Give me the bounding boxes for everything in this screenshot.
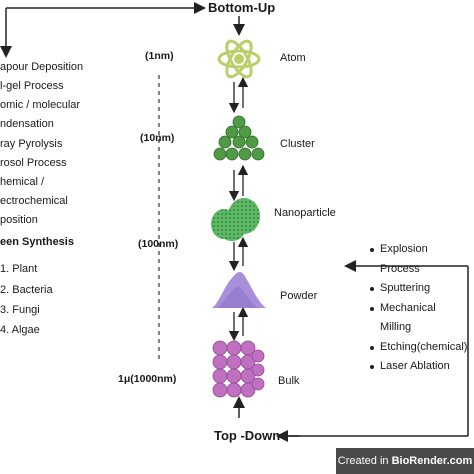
- bottom-up-methods-list: apour Deposition l-gel Process omic / mo…: [0, 0, 120, 474]
- green-synthesis-heading: een Synthesis: [0, 236, 74, 248]
- bulk-icon: [212, 340, 265, 398]
- list-item: ray Pyrolysis: [0, 138, 63, 150]
- list-item: Laser Ablation: [368, 357, 474, 377]
- stage-label-bulk: Bulk: [278, 375, 300, 387]
- scale-1000nm: 1μ(1000nm): [118, 373, 177, 385]
- atom-icon: [217, 39, 261, 79]
- stage-label-nanoparticle: Nanoparticle: [274, 207, 336, 219]
- list-item: Explosion: [368, 240, 474, 260]
- list-item: Etching(chemical): [368, 338, 474, 358]
- list-item: hemical /: [0, 176, 45, 188]
- bottom-up-title: Bottom-Up: [208, 0, 276, 15]
- scale-10nm: (10nm): [140, 132, 175, 144]
- top-down-methods-list: Explosion Process Sputtering Mechanical …: [368, 240, 474, 377]
- list-item: apour Deposition: [0, 61, 84, 73]
- list-item: ectrochemical: [0, 195, 68, 207]
- biorender-watermark: Created in BioRender.com: [336, 448, 474, 474]
- powder-icon: [212, 272, 266, 308]
- nanoparticle-icon: [211, 198, 260, 241]
- list-item: 2. Bacteria: [0, 284, 53, 296]
- list-item: 3. Fungi: [0, 304, 40, 316]
- watermark-prefix: Created in: [337, 455, 392, 467]
- list-item: position: [0, 214, 38, 226]
- top-down-title: Top -Down: [214, 428, 281, 443]
- cluster-icon: [213, 115, 265, 161]
- scale-100nm: (100nm): [138, 238, 179, 250]
- stage-label-atom: Atom: [280, 52, 306, 64]
- list-item: rosol Process: [0, 157, 67, 169]
- stage-label-cluster: Cluster: [280, 138, 315, 150]
- list-item-continued: Process: [380, 262, 420, 275]
- list-item: omic / molecular: [0, 99, 81, 111]
- list-item-continued: Milling: [380, 321, 412, 333]
- list-item: l-gel Process: [0, 80, 64, 92]
- list-item: 4. Algae: [0, 324, 40, 336]
- list-item: 1. Plant: [0, 263, 38, 275]
- scale-1nm: (1nm): [145, 50, 174, 62]
- watermark-brand: BioRender.com: [391, 455, 473, 467]
- list-item: Sputtering: [368, 279, 474, 299]
- stage-label-powder: Powder: [280, 290, 318, 302]
- list-item: Mechanical: [368, 299, 474, 319]
- list-item: ndensation: [0, 118, 54, 130]
